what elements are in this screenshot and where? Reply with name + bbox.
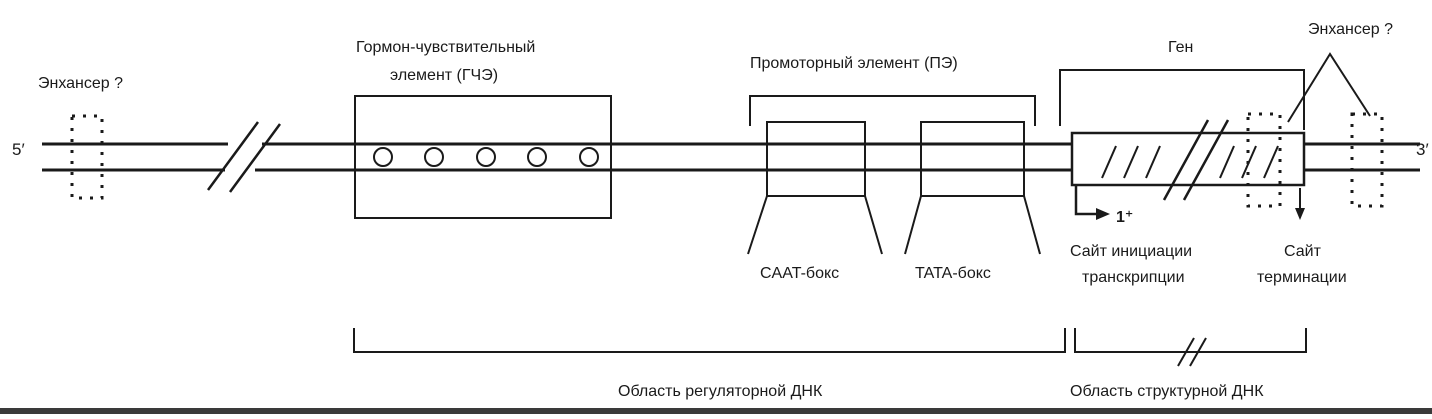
promoter-label: Промоторный элемент (ПЭ) xyxy=(750,55,958,72)
enhancer-inner-box xyxy=(1246,112,1282,208)
dna-strand-right xyxy=(1305,142,1420,172)
caat-box-funnel xyxy=(747,195,883,255)
binding-site-circle xyxy=(579,147,599,167)
enhancer-right-label: Энхансер ? xyxy=(1308,21,1393,38)
gene-bracket xyxy=(1059,69,1305,130)
structural-region-bracket xyxy=(1074,328,1307,353)
binding-site-circle xyxy=(527,147,547,167)
caat-box-label: CAAT-бокс xyxy=(760,265,839,282)
gene-label: Ген xyxy=(1168,39,1193,56)
binding-site-circle xyxy=(424,147,444,167)
caat-box xyxy=(766,121,866,197)
tata-box-funnel xyxy=(904,195,1041,255)
hre-label-line1: Гормон-чувствительный xyxy=(356,39,535,56)
hre-binding-sites xyxy=(373,147,599,167)
tss-marker: 1⁺ xyxy=(1116,209,1133,226)
binding-site-circle xyxy=(373,147,393,167)
regulatory-region-bracket xyxy=(353,328,1066,353)
termination-label-line1: Сайт xyxy=(1284,243,1322,260)
dna-break-mark xyxy=(206,121,282,193)
structural-region-label: Область структурной ДНК xyxy=(1070,383,1264,400)
enhancer-right-pointers xyxy=(1287,52,1371,123)
tss-arrow xyxy=(1074,185,1110,220)
enhancer-left-label: Энхансер ? xyxy=(38,75,123,92)
enhancer-right-box xyxy=(1350,112,1384,208)
tss-label-line2: транскрипции xyxy=(1082,269,1185,286)
hre-label-line2: элемент (ГЧЭ) xyxy=(390,67,498,84)
structural-region-break-mark xyxy=(1177,337,1207,367)
termination-label-line2: терминации xyxy=(1257,269,1347,286)
hre-box xyxy=(354,95,612,219)
gene-box xyxy=(1070,131,1306,187)
five-prime-label: 5′ xyxy=(12,140,25,159)
binding-site-circle xyxy=(476,147,496,167)
tss-label-line1: Сайт инициации xyxy=(1070,243,1192,260)
termination-arrow xyxy=(1295,188,1305,220)
promoter-bracket xyxy=(749,95,1036,126)
regulatory-region-label: Область регуляторной ДНК xyxy=(618,383,823,400)
gene-break-mark xyxy=(1162,119,1230,201)
tata-box-label: TATA-бокс xyxy=(915,265,991,282)
enhancer-left-box xyxy=(70,114,104,200)
tata-box xyxy=(920,121,1025,197)
dna-strand-left xyxy=(42,142,1072,172)
bottom-edge-strip xyxy=(0,408,1432,414)
three-prime-label: 3′ xyxy=(1416,140,1429,159)
